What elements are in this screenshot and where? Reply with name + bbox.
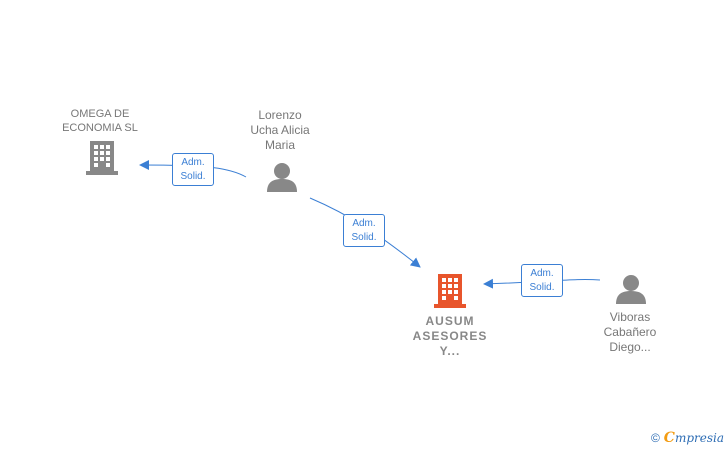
edge-badge-role-detail: Solid.	[180, 171, 206, 182]
edge-badge-lorenzo-omega[interactable]: Adm. Solid.	[172, 153, 214, 186]
building-icon[interactable]	[434, 274, 466, 308]
node-label-ausum[interactable]: AUSUM ASESORES Y...	[412, 314, 488, 358]
person-icon[interactable]	[616, 275, 646, 304]
building-icon[interactable]	[86, 141, 118, 175]
node-label-omega[interactable]: OMEGA DE ECONOMIA SL	[62, 108, 138, 134]
edge-badge-role-detail: Solid.	[351, 232, 377, 243]
edge-badge-role: Adm.	[181, 157, 205, 168]
node-label-viboras[interactable]: Viboras Cabañero Diego...	[603, 310, 657, 354]
person-icon[interactable]	[267, 163, 297, 192]
node-label-lorenzo[interactable]: Lorenzo Ucha Alicia Maria	[250, 108, 310, 152]
edge-badge-role-detail: Solid.	[529, 282, 555, 293]
brand-initial: C	[663, 430, 675, 446]
copyright-symbol: ©	[650, 431, 660, 445]
edge-badge-role: Adm.	[530, 268, 554, 279]
edge-badge-role: Adm.	[352, 218, 376, 229]
brand-name: mpresia	[674, 431, 724, 445]
edge-badge-lorenzo-ausum[interactable]: Adm. Solid.	[343, 214, 385, 247]
edge-badge-viboras-ausum[interactable]: Adm. Solid.	[521, 264, 563, 297]
brand-logo: ©Cmpresia	[651, 430, 724, 446]
